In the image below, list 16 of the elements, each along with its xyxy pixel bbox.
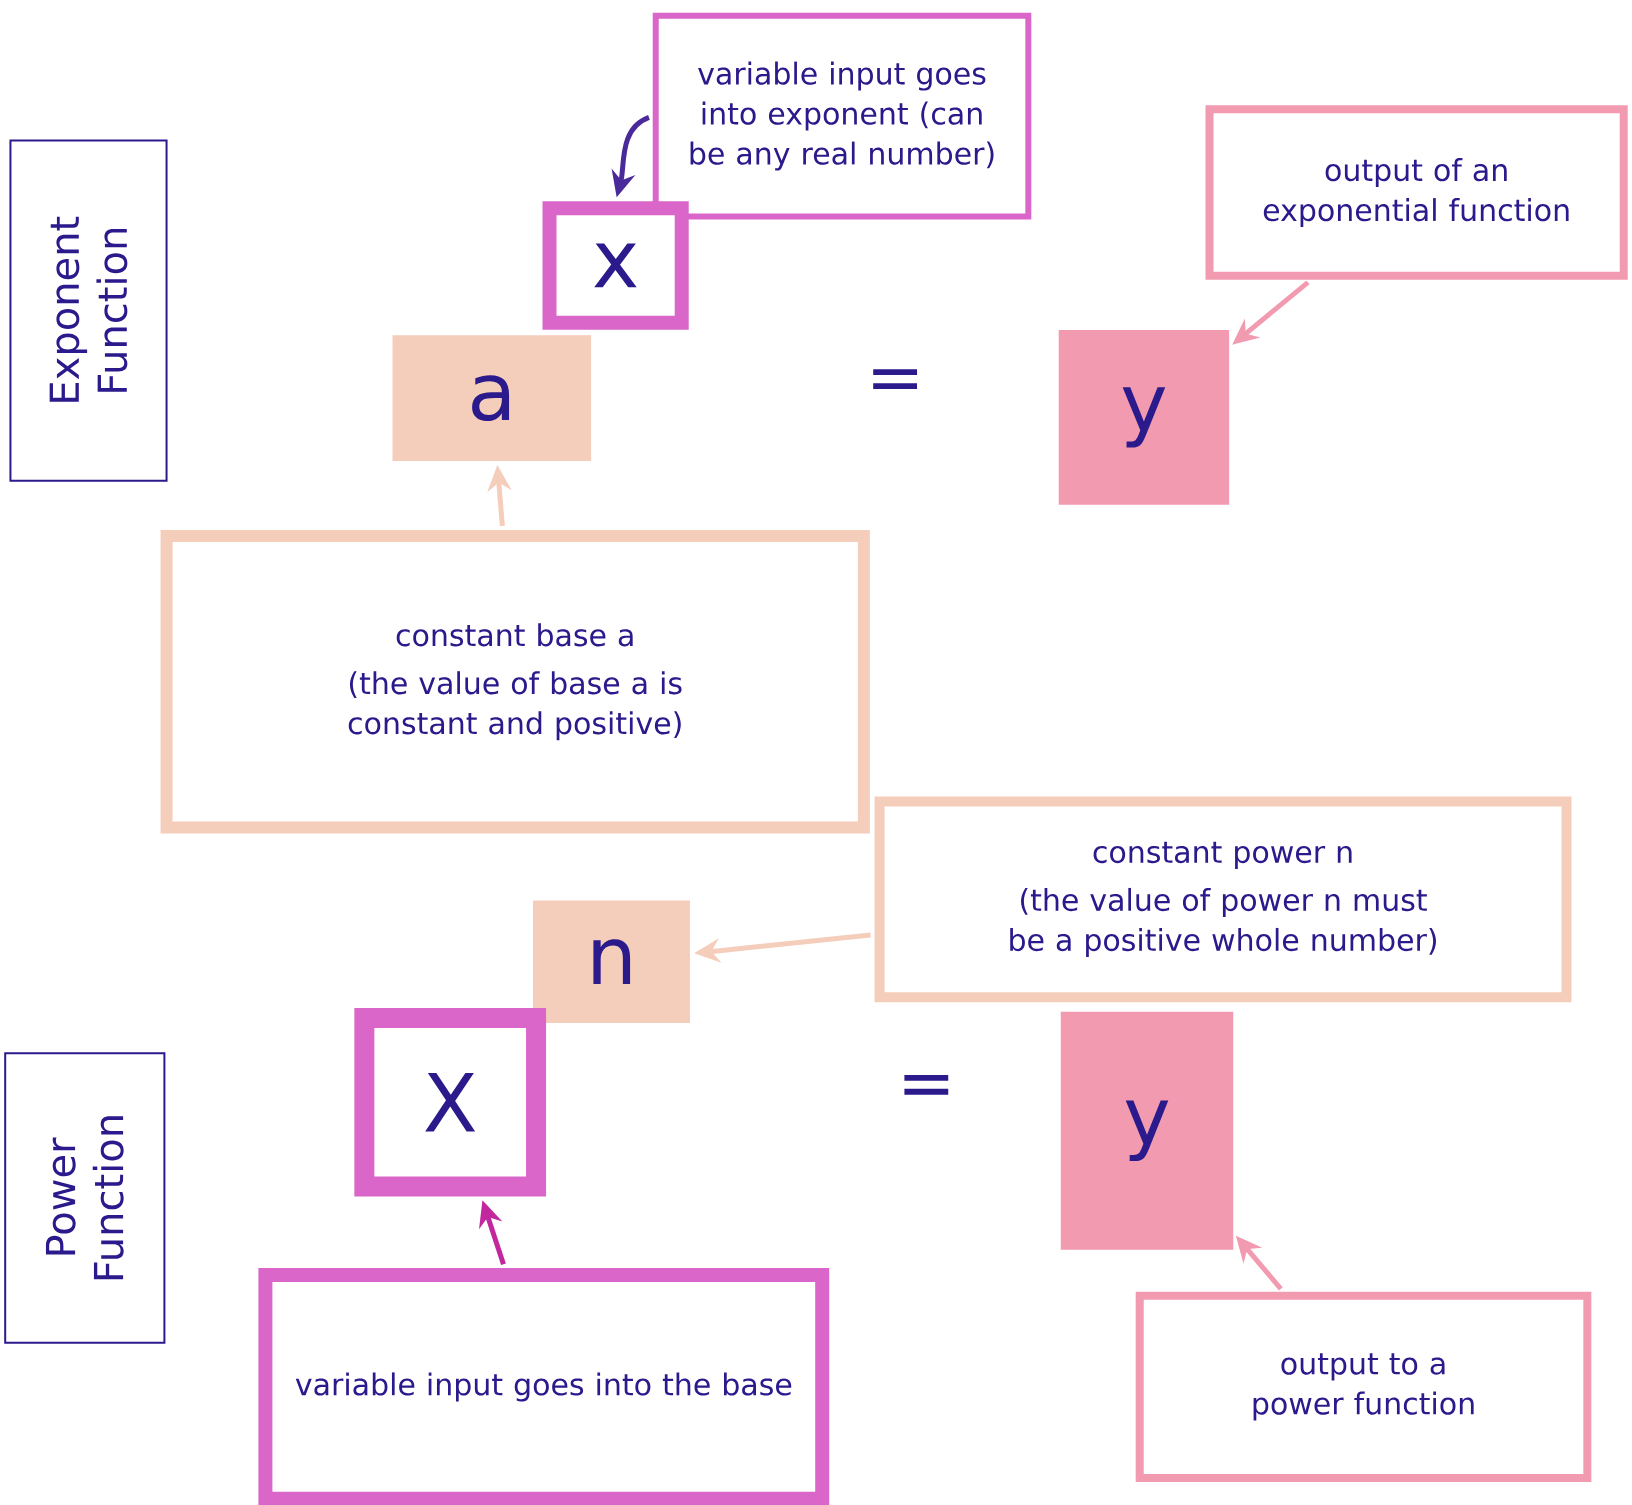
variable-box: n bbox=[533, 900, 690, 1023]
variable-box: X bbox=[354, 1007, 547, 1197]
equals-sign: = bbox=[873, 369, 917, 389]
note-box: output of an exponential function bbox=[1205, 105, 1628, 280]
note-box: variable input goes into exponent (can be any real number) bbox=[652, 12, 1032, 220]
note-box: output to a power function bbox=[1135, 1291, 1592, 1482]
note-box: constant base a (the value of base a is constant and positive) bbox=[160, 530, 870, 834]
variable-box: x bbox=[542, 201, 689, 330]
equals-sign: = bbox=[904, 1074, 949, 1095]
variable-box: a bbox=[392, 335, 592, 461]
note-box: variable input goes into the base bbox=[258, 1268, 830, 1505]
variable-box: y bbox=[1060, 1011, 1234, 1250]
note-box: constant power n (the value of power n must be a positive whole number) bbox=[874, 796, 1572, 1003]
variable-box: y bbox=[1058, 330, 1230, 505]
title-box: Power Function bbox=[4, 1052, 166, 1344]
title-box: Exponent Function bbox=[9, 139, 168, 482]
